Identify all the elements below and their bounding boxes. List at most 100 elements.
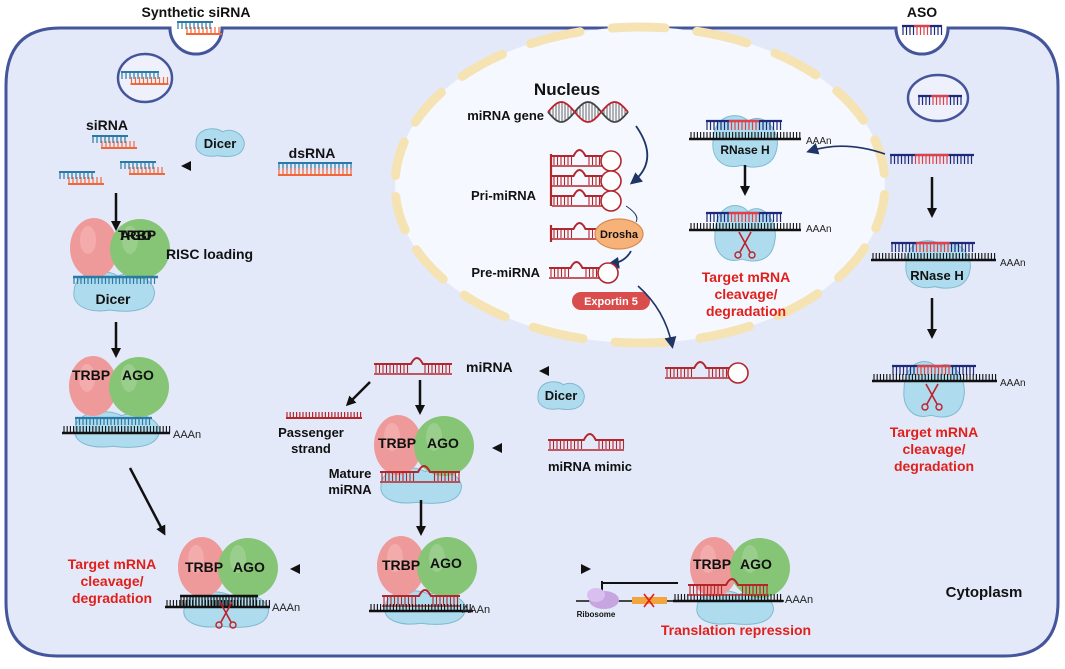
label-trbp-5: TRBP — [382, 557, 420, 573]
strand-bases — [120, 162, 154, 169]
rnase-h-nuclear — [689, 115, 801, 168]
aso-gap-bases — [916, 26, 929, 35]
label-ago-4: AGO — [233, 559, 265, 575]
strand-bases — [177, 22, 211, 29]
label-risc-loading: RISC loading — [166, 246, 253, 262]
scissors-handle — [734, 251, 742, 259]
aso-bases — [706, 213, 782, 222]
label-aso: ASO — [907, 4, 937, 20]
strand-bases — [278, 168, 352, 175]
label-target-cleavage-nuc-2: cleavage/ — [714, 286, 777, 302]
label-exportin: Exportin 5 — [584, 296, 638, 308]
envelope-segment — [692, 26, 752, 48]
envelope-segment — [832, 86, 869, 125]
scissors-handle — [748, 251, 756, 259]
label-aaan-8: AAAn — [1000, 378, 1026, 389]
envelope-segment — [607, 22, 670, 33]
aso-gap-bases — [914, 155, 948, 164]
mirna-mimic — [548, 433, 625, 451]
label-target-cleavage-sirna-3: degradation — [72, 590, 152, 606]
scissors-blades — [219, 601, 233, 623]
label-mature-1: Mature — [329, 466, 372, 481]
hairpin-loop — [600, 190, 622, 212]
strand-bases — [68, 177, 102, 184]
aso-bases — [890, 155, 973, 164]
label-target-cleavage-sirna-2: cleavage/ — [80, 573, 143, 589]
envelope-segment — [525, 27, 585, 49]
label-rnase-h-nuclear: RNase H — [720, 143, 769, 157]
trbp-highlight — [79, 364, 95, 392]
envelope-segment — [770, 48, 821, 80]
pri-mirna — [549, 149, 622, 212]
cytoplasmic-pre-mirna — [665, 361, 749, 384]
ago-highlight — [426, 423, 442, 451]
aso-at-membrane — [902, 24, 943, 35]
label-passenger-2: strand — [291, 441, 331, 456]
hairpin-loop — [597, 262, 619, 284]
mirna-bases — [553, 156, 601, 165]
passenger-strand — [286, 412, 362, 419]
envelope-segment — [773, 289, 823, 321]
envelope-segment — [610, 337, 673, 348]
envelope-segment — [695, 321, 755, 343]
envelope-segment — [390, 137, 409, 181]
arrow-to-passenger — [345, 381, 371, 407]
mirna-backbone — [382, 589, 460, 597]
rnase-h-protein — [903, 361, 965, 418]
label-pre-mirna: Pre-miRNA — [471, 265, 540, 280]
label-aaan-5: AAAn — [806, 136, 832, 147]
strand-bases — [92, 136, 126, 143]
dna-strand — [547, 101, 629, 123]
sirna-in-endosome — [121, 71, 169, 85]
aso-bases — [892, 366, 975, 375]
risc-1 — [70, 218, 170, 279]
risc-2-mrna — [62, 416, 171, 435]
trbp-highlight — [188, 545, 204, 573]
scissors-handle — [935, 403, 943, 411]
ribosome-subunit — [587, 588, 605, 602]
trbp-highlight — [384, 423, 400, 451]
envelope-segment — [528, 322, 588, 344]
label-mirna-gene: miRNA gene — [467, 108, 544, 123]
scissors-blades — [925, 383, 939, 405]
label-rnase-h-cyto: RNase H — [910, 268, 963, 283]
label-ago-2: AGO — [122, 367, 154, 383]
block-x — [643, 593, 655, 608]
envelope-segment — [410, 87, 446, 127]
mirna-bases — [553, 176, 601, 185]
mature-mirna-strand — [380, 465, 460, 483]
mirna-backbone — [552, 169, 602, 177]
mrna-bases — [690, 223, 801, 230]
label-ribosome: Ribosome — [577, 610, 616, 619]
label-aaan-2: AAAn — [272, 602, 300, 614]
label-trbp-4: TRBP — [185, 559, 223, 575]
risc-cleavage-sirna — [178, 537, 278, 598]
label-ago-5: AGO — [430, 555, 462, 571]
label-aaan-3: AAAn — [462, 604, 490, 616]
label-translation-repression: Translation repression — [661, 622, 811, 638]
mirna-bases — [550, 268, 598, 277]
mirna-bases — [549, 440, 625, 449]
trbp-highlight — [80, 226, 96, 254]
repression-mrna — [576, 578, 784, 609]
mirna-backbone — [552, 149, 602, 157]
mirna-bases — [553, 196, 601, 205]
mrna-bases — [674, 594, 782, 601]
mrna-bases — [873, 374, 997, 381]
strand-bases — [121, 72, 159, 79]
mirna-bases — [381, 472, 460, 481]
mirna-backbone — [665, 361, 729, 369]
sirna-duplex-3 — [120, 161, 165, 175]
mrna-bases — [690, 132, 801, 139]
aso-gap-bases — [730, 121, 757, 130]
label-aaan-6: AAAn — [806, 224, 832, 235]
mirna-bases — [666, 368, 728, 377]
cleavage-sirna-mrna — [165, 594, 270, 629]
pre-mirna — [549, 261, 619, 284]
label-trbp-6: TRBP — [693, 556, 731, 572]
strand-bases — [75, 418, 151, 425]
mirna-backbone — [380, 465, 460, 473]
label-dicer-2: Dicer — [95, 291, 131, 307]
risc-mature — [374, 415, 474, 476]
